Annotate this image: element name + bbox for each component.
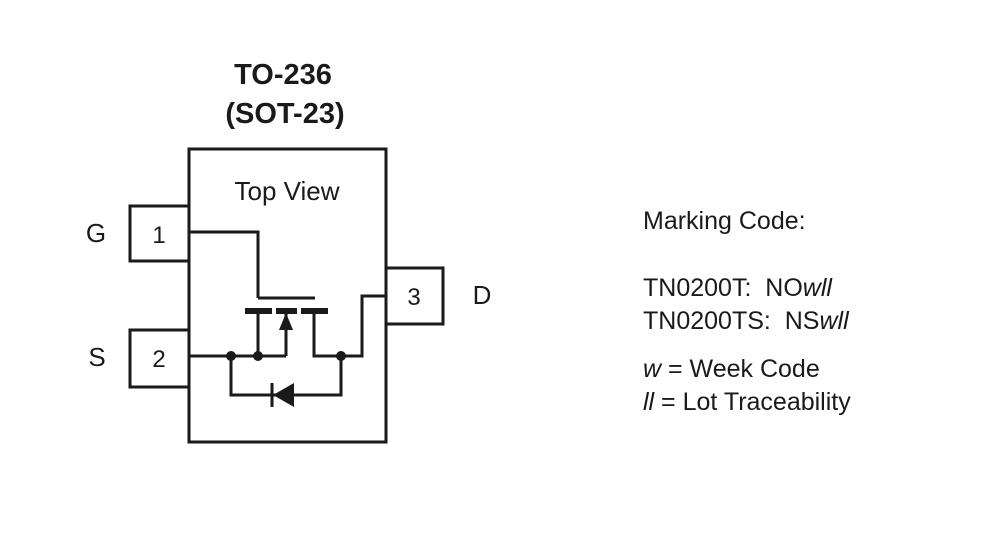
pin-3-number: 3 bbox=[407, 284, 420, 311]
drain-stub bbox=[312, 311, 340, 358]
pin-2-pad bbox=[128, 328, 191, 389]
pin-3: 3 D bbox=[384, 266, 492, 326]
code-prefix: NO bbox=[765, 274, 803, 302]
diode-icon bbox=[273, 383, 294, 407]
marking-code-row: TN0200TS: NSwll bbox=[643, 307, 850, 335]
part-number: TN0200TS: bbox=[643, 307, 771, 335]
pin-2: 2 S bbox=[88, 328, 191, 389]
legend-text: = Week Code bbox=[661, 355, 820, 383]
body-arrow-icon bbox=[279, 313, 293, 330]
pin-1-number: 1 bbox=[152, 222, 165, 249]
view-label: Top View bbox=[234, 176, 339, 206]
pin-3-signal: D bbox=[473, 280, 492, 310]
junction-dot bbox=[336, 351, 346, 361]
package-title: TO-236 bbox=[234, 59, 332, 91]
marking-heading: Marking Code: bbox=[643, 207, 806, 235]
legend-text: = Lot Traceability bbox=[654, 388, 851, 416]
gate-wire bbox=[189, 230, 260, 298]
mosfet-symbol bbox=[189, 230, 386, 407]
pin-1: 1 G bbox=[86, 204, 191, 263]
part-number: TN0200T: bbox=[643, 274, 751, 302]
legend-symbol: ll bbox=[643, 388, 656, 416]
legend-row: ll = Lot Traceability bbox=[643, 388, 851, 416]
drain-wire bbox=[340, 294, 386, 358]
code-suffix: wll bbox=[819, 307, 850, 335]
pin-2-signal: S bbox=[88, 342, 105, 372]
package-subtitle: (SOT-23) bbox=[225, 98, 344, 130]
pin-1-signal: G bbox=[86, 218, 106, 248]
legend-row: w = Week Code bbox=[643, 355, 820, 383]
legend-symbol: w bbox=[643, 355, 663, 383]
junction-dot bbox=[253, 351, 263, 361]
pin-2-number: 2 bbox=[152, 346, 165, 373]
marking-code-row: TN0200T: NOwll bbox=[643, 274, 833, 302]
marking-code-block: Marking Code: TN0200T: NOwll TN0200TS: N… bbox=[643, 207, 851, 416]
code-suffix: wll bbox=[803, 274, 834, 302]
code-prefix: NS bbox=[785, 307, 820, 335]
junction-dot bbox=[226, 351, 236, 361]
